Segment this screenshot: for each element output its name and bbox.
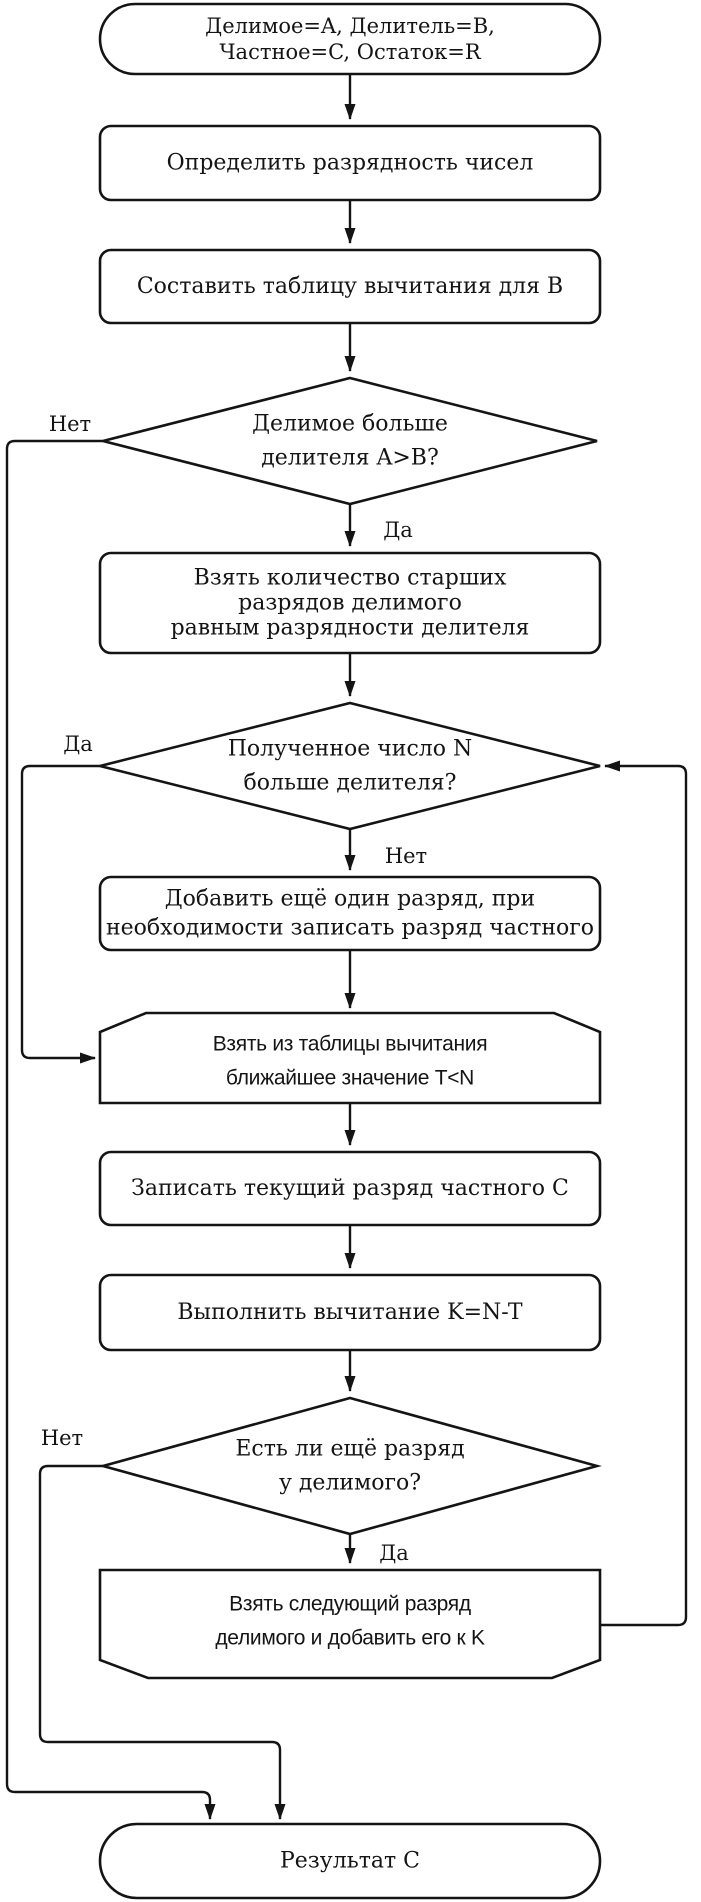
node-start-label-line1: Делимое=A, Делитель=B, <box>205 14 495 38</box>
node-p3-process <box>98 551 602 655</box>
node-end-terminator <box>98 1822 602 1900</box>
node-p5-process <box>98 1150 602 1227</box>
node-d2-label-line2: больше делителя? <box>244 771 457 796</box>
node-m1-bevel-top <box>98 1011 602 1105</box>
edge-d1-no-to-end-connector <box>5 439 216 1820</box>
node-p2-label-line1: Составить таблицу вычитания для B <box>137 274 563 299</box>
node-p2-process <box>98 248 602 325</box>
node-d1-label-line2: делителя A>B? <box>261 446 439 471</box>
node-p3-label-line3: равным разрядности делителя <box>171 616 530 641</box>
node-m1-label-line2: ближайшее значение T<N <box>226 1067 474 1090</box>
edge-label-no2: Нет <box>385 844 427 868</box>
edge-m2-loop-to-d2-connector <box>600 760 688 1627</box>
edge-label-yes2: Да <box>63 732 93 756</box>
node-d3-label-line2: у делимого? <box>279 1471 421 1496</box>
node-p5-label-line1: Записать текущий разряд частного C <box>131 1176 569 1201</box>
node-m2-label-line1: Взять следующий разряд <box>229 1593 471 1616</box>
node-d3-decision <box>98 1396 602 1536</box>
node-m2-bevel-bottom <box>98 1568 602 1680</box>
node-start-label-line2: Частное=C, Остаток=R <box>219 40 482 64</box>
node-d1-label-line1: Делимое больше <box>252 412 448 437</box>
edge-label-no3: Нет <box>41 1426 83 1450</box>
node-d1-decision <box>102 376 598 506</box>
node-end-label-line1: Результат C <box>280 1849 420 1874</box>
node-d2-decision <box>99 701 601 831</box>
node-p4-process <box>98 875 602 952</box>
edge-d3-no-to-end-connector <box>38 1464 286 1820</box>
node-m1-label-line1: Взять из таблицы вычитания <box>213 1033 488 1056</box>
edge-label-yes1: Да <box>383 518 413 542</box>
edge-d2-yes-to-m1-connector <box>20 764 100 1064</box>
node-p6-label-line1: Выполнить вычитание K=N-T <box>177 1300 523 1325</box>
node-m2-label-line2: делимого и добавить его к K <box>215 1627 485 1650</box>
node-p1-label-line1: Определить разрядность чисел <box>167 151 534 176</box>
node-p1-process <box>98 124 602 202</box>
edge-label-yes3: Да <box>379 1541 409 1565</box>
node-d3-label-line1: Есть ли ещё разряд <box>235 1437 464 1462</box>
node-d2-label-line1: Полученное число N <box>228 737 473 762</box>
node-start-terminator <box>98 2 602 76</box>
edge-label-no1: Нет <box>49 412 91 436</box>
node-p4-label-line2: необходимости записать разряд частного <box>106 916 594 941</box>
node-p3-label-line1: Взять количество старших <box>194 566 507 591</box>
node-p3-label-line2: разрядов делимого <box>238 591 462 616</box>
node-p6-process <box>98 1273 602 1352</box>
node-p4-label-line1: Добавить ещё один разряд, при <box>165 887 535 912</box>
